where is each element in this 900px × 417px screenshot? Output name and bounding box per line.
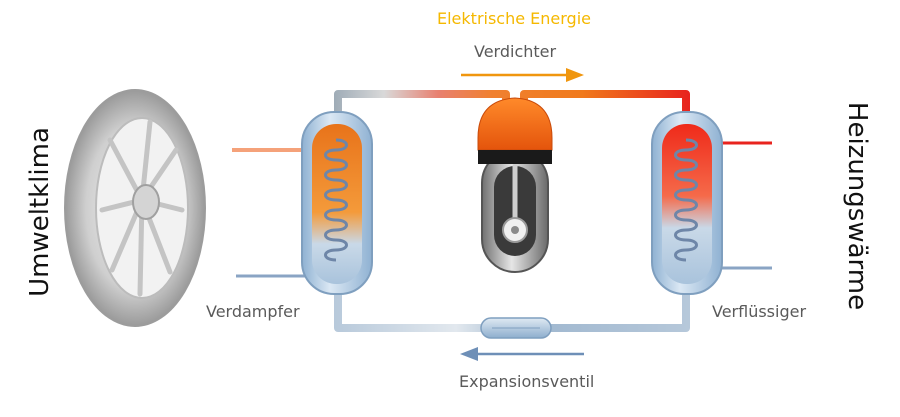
ambient-label: Umweltklima xyxy=(25,127,55,297)
flow-arrow-right-icon xyxy=(461,68,584,82)
fan-wheel-icon xyxy=(64,89,206,327)
condenser-tank xyxy=(651,111,723,295)
compressor-icon xyxy=(477,97,553,273)
heating-label: Heizungswärme xyxy=(842,101,872,311)
condenser-label: Verflüssiger xyxy=(712,302,807,321)
electric-energy-label: Elektrische Energie xyxy=(437,9,591,28)
flow-arrow-left-icon xyxy=(460,347,584,361)
evaporator-coil-icon xyxy=(324,138,348,262)
compressor-label: Verdichter xyxy=(474,42,557,61)
expansion-valve-icon xyxy=(480,317,552,339)
evaporator-label: Verdampfer xyxy=(206,302,300,321)
condenser-coil-icon xyxy=(674,138,698,262)
evaporator-tank xyxy=(301,111,373,295)
expansion-valve-label: Expansionsventil xyxy=(459,372,595,391)
